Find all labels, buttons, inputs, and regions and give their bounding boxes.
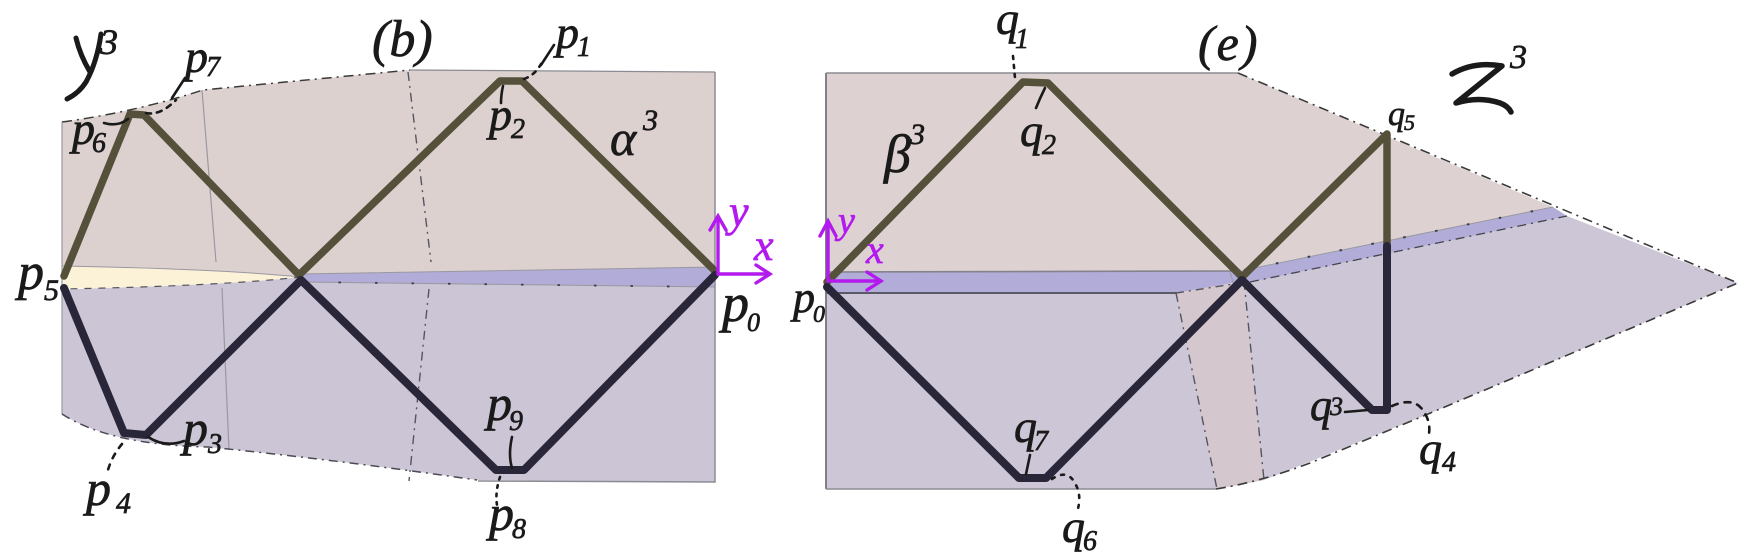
svg-text:q: q [1419, 423, 1442, 474]
svg-text:p: p [182, 31, 208, 82]
svg-text:p: p [718, 273, 749, 333]
svg-text:2: 2 [511, 114, 525, 145]
svg-text:p: p [486, 485, 514, 541]
svg-text:p: p [83, 460, 111, 516]
svg-text:q: q [1310, 381, 1332, 430]
svg-text:4: 4 [1442, 447, 1456, 478]
svg-text:x: x [753, 221, 774, 270]
svg-text:3: 3 [1329, 392, 1343, 421]
svg-text:x: x [865, 227, 884, 272]
svg-text:p: p [14, 244, 44, 301]
svg-text:3: 3 [99, 22, 118, 62]
svg-text:3: 3 [642, 104, 658, 137]
svg-text:4: 4 [116, 487, 131, 520]
svg-text:p: p [553, 7, 579, 58]
svg-text:y: y [725, 187, 749, 236]
svg-text:q: q [996, 0, 1019, 44]
svg-text:7: 7 [1034, 426, 1049, 457]
svg-text:q: q [1020, 105, 1043, 156]
svg-text:3: 3 [909, 118, 925, 151]
svg-text:7: 7 [206, 52, 221, 83]
svg-text:0: 0 [747, 308, 760, 337]
svg-text:0: 0 [813, 302, 825, 328]
svg-text:3: 3 [1509, 39, 1527, 76]
svg-text:3: 3 [207, 429, 222, 460]
svg-text:5: 5 [44, 274, 59, 307]
svg-text:5: 5 [1404, 110, 1415, 135]
svg-text:q: q [1388, 96, 1405, 133]
svg-text:9: 9 [509, 406, 523, 437]
svg-text:p: p [790, 273, 815, 322]
svg-text:2: 2 [1042, 130, 1056, 161]
svg-text:(b): (b) [372, 11, 433, 68]
svg-text:α: α [610, 110, 638, 166]
svg-text:1: 1 [577, 32, 591, 63]
svg-text:β: β [883, 124, 911, 184]
svg-text:q: q [1014, 401, 1037, 452]
svg-text:1: 1 [1015, 24, 1029, 55]
svg-text:(e): (e) [1198, 15, 1260, 71]
svg-text:p: p [69, 103, 95, 154]
svg-text:y: y [834, 200, 855, 242]
svg-text:p: p [180, 400, 208, 456]
svg-text:p: p [486, 89, 512, 140]
svg-text:6: 6 [1083, 526, 1097, 554]
svg-text:8: 8 [512, 514, 526, 545]
svg-text:q: q [1062, 501, 1085, 552]
svg-text:6: 6 [92, 128, 106, 159]
svg-text:p: p [484, 375, 512, 431]
